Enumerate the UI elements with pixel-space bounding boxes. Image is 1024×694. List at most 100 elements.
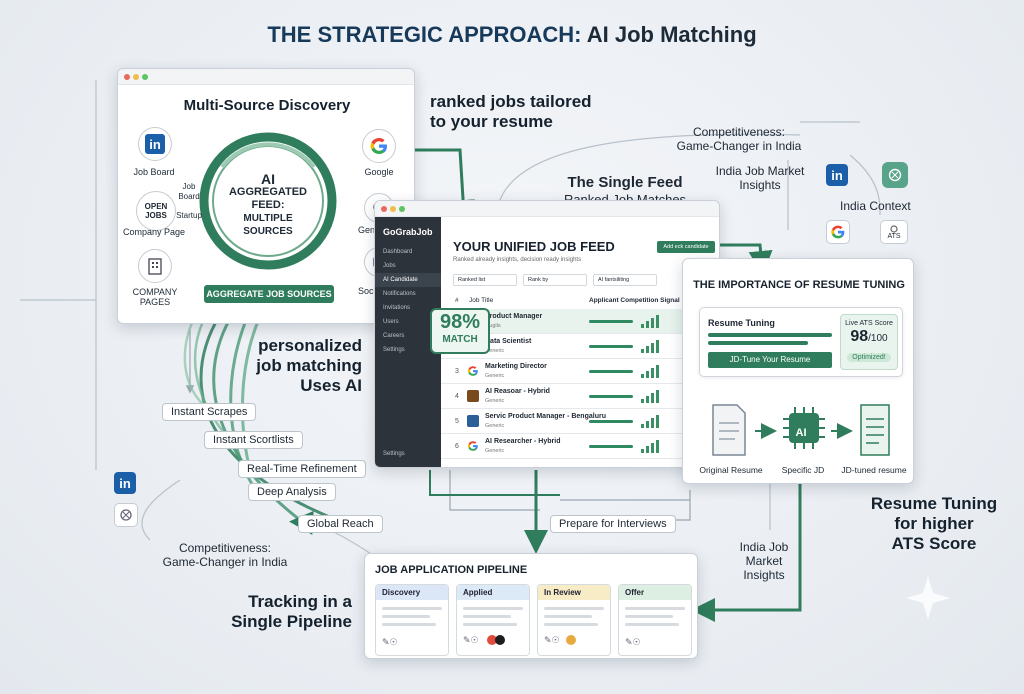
card-line bbox=[544, 607, 604, 610]
tuning-progress-bar-2 bbox=[708, 341, 808, 345]
open-jobs-line-2: JOBS bbox=[145, 211, 167, 220]
signal-bars-icon bbox=[641, 389, 671, 403]
card-line bbox=[625, 615, 673, 618]
step-tuned: JD-tuned resume bbox=[841, 465, 907, 475]
discovery-window: Multi-Source Discovery AI AGGREGATED FEE… bbox=[117, 68, 415, 324]
job-row[interactable]: 5 Servic Product Manager - Bengaluru Gen… bbox=[441, 409, 719, 434]
job-row[interactable]: 6 AI Researcher - Hybrid Generic bbox=[441, 434, 719, 459]
ai-chip-icon bbox=[783, 407, 825, 449]
window-bar bbox=[118, 69, 414, 85]
users-icon: ✎☉ bbox=[544, 635, 560, 645]
pipeline-window: JOB APPLICATION PIPELINE Discovery ✎☉ Ap… bbox=[364, 553, 698, 659]
compet-bottom-line-1: Competitiveness: bbox=[178, 541, 272, 555]
sidebar-item-invitations[interactable]: Invitations bbox=[383, 305, 411, 311]
google-icon bbox=[467, 441, 478, 451]
openai-icon bbox=[888, 168, 902, 182]
linkedin-source: in bbox=[138, 127, 172, 161]
ats-score-value: 98/100 bbox=[841, 328, 897, 346]
social-label: Soci bbox=[358, 286, 376, 296]
tuning-big-line-1: Resume Tuning bbox=[870, 494, 998, 513]
pipeline-col-in-review[interactable]: In Review ✎☉ bbox=[537, 584, 611, 656]
sidebar-item-settings[interactable]: Settings bbox=[383, 347, 405, 353]
sidebar-item-jobs[interactable]: Jobs bbox=[383, 263, 396, 269]
flow-pill-deep-analysis: Deep Analysis bbox=[248, 483, 336, 501]
ats-icon: ATS bbox=[880, 220, 908, 244]
pipeline-heading: JOB APPLICATION PIPELINE bbox=[375, 564, 528, 576]
compet-top-line-2: Game-Changer in India bbox=[676, 139, 802, 153]
tuning-big-line-3: ATS Score bbox=[891, 534, 977, 553]
company-name: Generic bbox=[485, 448, 505, 454]
tuning-progress-bar bbox=[708, 333, 832, 337]
col-signal: Applicant Competition Signal bbox=[589, 297, 680, 304]
pipeline-col-offer[interactable]: Offer ✎☉ bbox=[618, 584, 692, 656]
page-title: THE STRATEGIC APPROACH: AI Job Matching bbox=[0, 22, 1024, 48]
company-name: Generic bbox=[485, 373, 505, 379]
feed-main: YOUR UNIFIED JOB FEED Ranked already ins… bbox=[441, 217, 719, 467]
job-row[interactable]: 3 Marketing Director Generic bbox=[441, 359, 719, 384]
users-icon: ✎☉ bbox=[382, 637, 398, 647]
tracking-line-2: Single Pipeline bbox=[231, 612, 352, 631]
open-jobs-line-1: OPEN bbox=[144, 202, 168, 211]
ats-total: /100 bbox=[868, 333, 888, 344]
job-board-label: Job Board bbox=[133, 167, 175, 177]
competition-bar bbox=[589, 395, 633, 398]
sidebar-item-settings-bottom[interactable]: Settings bbox=[383, 451, 405, 457]
pipeline-col-label: Offer bbox=[619, 585, 691, 600]
resume-tuning-big-label: Resume Tuning for higher ATS Score bbox=[856, 494, 1012, 554]
ai-assistant-icon-top bbox=[882, 162, 908, 188]
add-candidate-button[interactable]: Add eck candidate bbox=[657, 241, 715, 253]
card-line bbox=[625, 623, 679, 626]
ai-chip-label: AI bbox=[795, 427, 807, 439]
pipeline-col-discovery[interactable]: Discovery ✎☉ bbox=[375, 584, 449, 656]
competition-bar bbox=[589, 445, 633, 448]
tuning-panel-label: Resume Tuning bbox=[708, 318, 775, 328]
company-logo bbox=[467, 440, 479, 452]
col-num: # bbox=[455, 297, 459, 304]
competition-bar bbox=[589, 345, 633, 348]
feed-subtitle: Ranked already insights, decision ready … bbox=[453, 257, 582, 263]
flow-pill-instant-scrapes: Instant Scrapes bbox=[162, 403, 257, 421]
flow-pill-global-reach: Global Reach bbox=[298, 515, 383, 533]
tuning-big-line-2: for higher bbox=[894, 514, 974, 533]
company-source bbox=[138, 249, 172, 283]
brand-logo: GoGrabJob bbox=[383, 227, 433, 237]
sidebar-item-notifications[interactable]: Notifications bbox=[383, 291, 416, 297]
filter-ranked-list[interactable]: Ranked list bbox=[453, 274, 517, 286]
ats-score: 98 bbox=[850, 328, 869, 345]
ats-score-card: Live ATS Score 98/100 Optimized! bbox=[840, 314, 898, 370]
card-line bbox=[544, 615, 592, 618]
hub-line-4: MULTIPLE bbox=[243, 213, 293, 224]
ranked-jobs-label: ranked jobs tailored to your resume bbox=[430, 92, 592, 132]
sidebar-item-users[interactable]: Users bbox=[383, 319, 399, 325]
sidebar-item-careers[interactable]: Careers bbox=[383, 333, 405, 339]
personalized-label: personalized job matching Uses AI bbox=[238, 336, 362, 396]
pipeline-col-applied[interactable]: Applied ✎☉ bbox=[456, 584, 530, 656]
google-source bbox=[362, 129, 396, 163]
personalized-line-2: job matching bbox=[256, 356, 362, 375]
card-line bbox=[382, 607, 442, 610]
company-logo bbox=[467, 365, 479, 377]
tuning-heading: THE IMPORTANCE OF RESUME TUNING bbox=[693, 279, 905, 291]
title-part-1: THE STRATEGIC APPROACH: bbox=[267, 22, 582, 47]
open-jobs-source: OPEN JOBS bbox=[136, 191, 176, 231]
jd-tune-button[interactable]: JD-Tune Your Resume bbox=[708, 352, 832, 368]
sidebar-item-dashboard[interactable]: Dashboard bbox=[383, 249, 413, 255]
ai-assistant-icon-left bbox=[114, 503, 138, 527]
linkedin-icon: in bbox=[145, 134, 165, 154]
job-row[interactable]: 4 AI Reasoar - Hybrid Generic bbox=[441, 384, 719, 409]
job-title: Marketing Director bbox=[485, 363, 547, 370]
ats-score-title: Live ATS Score bbox=[845, 320, 893, 327]
pipeline-col-label: Applied bbox=[457, 585, 529, 600]
competition-bar bbox=[589, 370, 633, 373]
personalized-line-3: Uses AI bbox=[300, 376, 362, 395]
india-market-b-line-3: Insights bbox=[743, 568, 785, 582]
mid-labels: Job Board bbox=[174, 182, 204, 202]
sidebar-item-ai-candidate[interactable]: AI Candidate bbox=[375, 273, 441, 287]
openai-icon bbox=[120, 509, 132, 521]
ats-text: ATS bbox=[887, 232, 901, 240]
filter-ai[interactable]: AI fantsiliting bbox=[593, 274, 657, 286]
avatar bbox=[566, 635, 576, 645]
filter-rank-by[interactable]: Rank by bbox=[523, 274, 587, 286]
hub-line-1: AI bbox=[261, 171, 275, 187]
google-icon bbox=[370, 138, 387, 154]
